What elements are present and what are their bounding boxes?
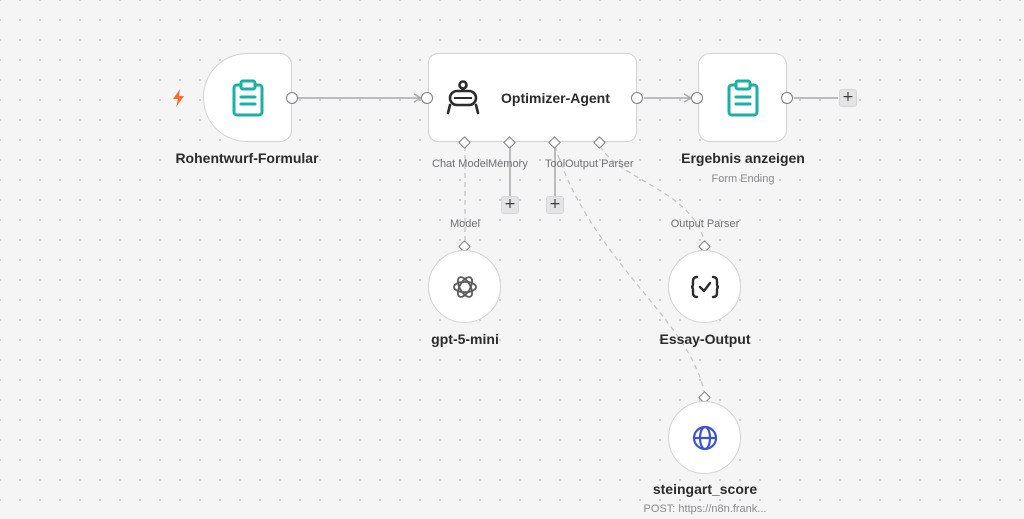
agent-title: Optimizer-Agent — [501, 89, 610, 106]
agent-output-port[interactable] — [631, 92, 643, 104]
port-label-output-parser: Output Parser — [565, 158, 634, 170]
openai-icon — [452, 275, 477, 298]
node-label-tool: steingart_score — [652, 481, 758, 497]
input-label-model: Model — [450, 218, 480, 230]
clipboard-icon — [232, 79, 263, 116]
trigger-output-port[interactable] — [286, 92, 298, 104]
lightning-bolt-icon — [173, 89, 184, 107]
node-optimizer-agent[interactable]: Optimizer-Agent — [428, 53, 637, 142]
result-output-port[interactable] — [781, 92, 793, 104]
globe-icon — [692, 425, 717, 450]
port-label-memory: Memory — [488, 158, 528, 170]
node-sublabel-result: Form Ending — [711, 173, 775, 185]
node-gpt-5-mini[interactable] — [428, 250, 501, 323]
add-next-node-button[interactable]: + — [839, 89, 857, 107]
clipboard-icon — [727, 79, 758, 116]
node-steingart-score[interactable] — [668, 401, 741, 474]
node-label-trigger: Rohentwurf-Formular — [175, 150, 319, 166]
node-essay-output[interactable] — [668, 250, 741, 323]
add-memory-button[interactable]: + — [501, 196, 519, 214]
node-rohentwurf-formular[interactable] — [203, 53, 292, 142]
robot-icon — [446, 79, 480, 114]
node-sublabel-tool: POST: https://n8n.frank... — [643, 503, 767, 515]
node-label-parser: Essay-Output — [659, 331, 751, 347]
node-ergebnis-anzeigen[interactable] — [698, 53, 787, 142]
node-label-model: gpt-5-mini — [431, 331, 499, 347]
agent-input-port[interactable] — [421, 92, 433, 104]
input-label-output-parser: Output Parser — [670, 218, 740, 230]
edge-tool-link[interactable] — [554, 145, 705, 393]
add-tool-button[interactable]: + — [546, 196, 564, 214]
result-input-port[interactable] — [691, 92, 703, 104]
json-check-icon — [690, 275, 719, 298]
port-label-tool: Tool — [545, 158, 566, 170]
node-label-result: Ergebnis anzeigen — [681, 150, 805, 166]
port-label-chat-model: Chat Model — [432, 158, 489, 170]
